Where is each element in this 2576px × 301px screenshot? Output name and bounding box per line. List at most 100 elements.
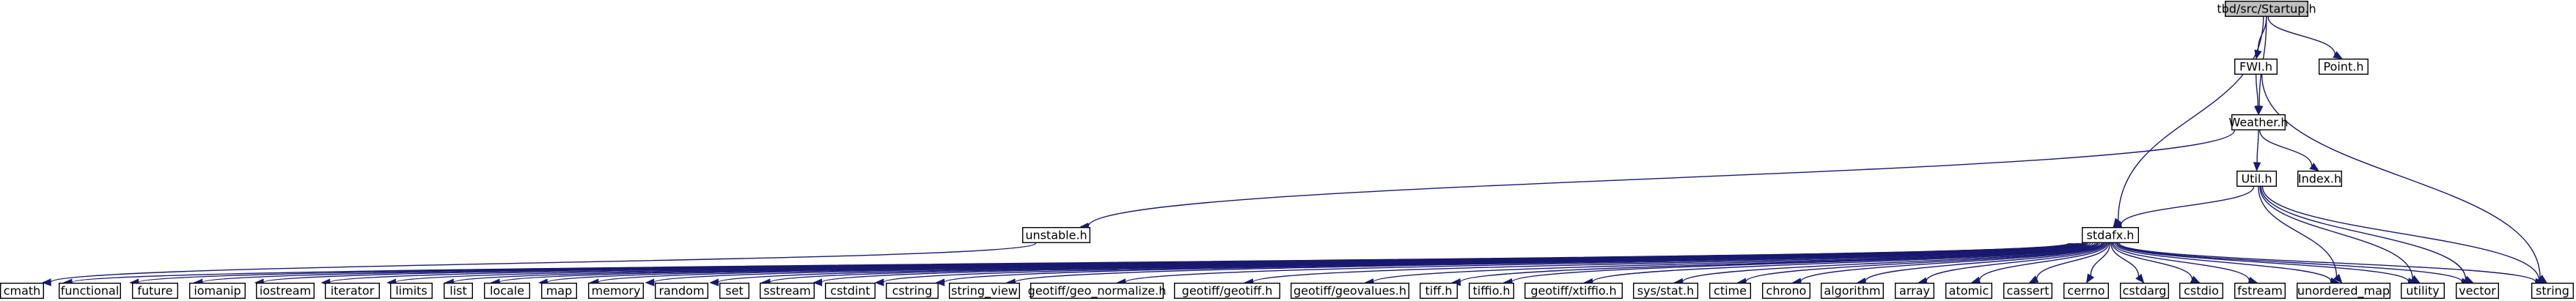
- edge-line: [2260, 186, 2467, 280]
- edge-line: [2256, 130, 2259, 163]
- node-unordered-map[interactable]: unordered_map: [2296, 283, 2390, 300]
- node-box: [1173, 283, 1280, 300]
- node-label: tiff.h: [1425, 284, 1453, 298]
- node-label: fstream: [2237, 284, 2283, 298]
- node-box: [2318, 58, 2368, 75]
- edge-arrowhead: [2253, 105, 2262, 116]
- edge-line: [1124, 242, 2091, 283]
- node-unstable[interactable]: unstable.h: [1021, 227, 1090, 244]
- node-functional[interactable]: functional: [58, 283, 121, 300]
- node-set[interactable]: set: [719, 283, 750, 300]
- node-box: [541, 283, 578, 300]
- node-weather[interactable]: Weather.h: [2228, 114, 2289, 130]
- node-xtiffio[interactable]: geotiff/xtiffio.h: [1524, 283, 1623, 300]
- node-box: [2179, 283, 2223, 300]
- edge-line: [2113, 242, 2250, 281]
- node-list[interactable]: list: [444, 283, 474, 300]
- node-random[interactable]: random: [655, 283, 709, 300]
- node-label: limits: [395, 284, 428, 298]
- node-cmath[interactable]: cmath: [0, 283, 44, 300]
- node-geo-normalize[interactable]: geotiff/geo_normalize.h: [1028, 283, 1167, 300]
- node-box: [2234, 283, 2286, 300]
- node-string[interactable]: string: [2531, 283, 2574, 300]
- node-box: [655, 283, 709, 300]
- node-cassert[interactable]: cassert: [2003, 283, 2052, 300]
- node-geovalues[interactable]: geotiff/geovalues.h: [1290, 283, 1409, 300]
- node-box: [885, 283, 939, 300]
- edge-line: [2120, 186, 2255, 226]
- node-fstream[interactable]: fstream: [2234, 283, 2286, 300]
- edge-util-to-string: [2261, 186, 2548, 284]
- node-box: [2296, 283, 2390, 300]
- node-future[interactable]: future: [131, 283, 178, 300]
- edge-line: [2117, 242, 2463, 283]
- edge-line: [2255, 74, 2258, 107]
- node-vector[interactable]: vector: [2455, 283, 2499, 300]
- edge-util-to-unordered-map: [2258, 186, 2343, 283]
- node-chrono[interactable]: chrono: [1761, 283, 1810, 300]
- node-box: [719, 283, 750, 300]
- node-label: geotiff/geo_normalize.h: [1028, 284, 1167, 299]
- node-algorithm[interactable]: algorithm: [1820, 283, 1884, 300]
- node-sysstat[interactable]: sys/stat.h: [1632, 283, 1698, 300]
- node-geotiff[interactable]: geotiff/geotiff.h: [1173, 283, 1280, 300]
- node-cerrno[interactable]: cerrno: [2063, 283, 2109, 300]
- edge-arrowhead: [2085, 273, 2095, 284]
- node-tiff[interactable]: tiff.h: [1419, 283, 1458, 300]
- node-label: cerrno: [2067, 284, 2105, 298]
- node-iterator[interactable]: iterator: [325, 283, 381, 300]
- node-box: [1709, 283, 1751, 300]
- node-label: Index.h: [2298, 172, 2341, 186]
- node-string-view[interactable]: string_view: [948, 283, 1020, 300]
- node-index[interactable]: Index.h: [2297, 170, 2342, 187]
- node-map[interactable]: map: [541, 283, 578, 300]
- node-fwi[interactable]: FWI.h: [2234, 58, 2278, 75]
- edge-line: [1681, 242, 2102, 283]
- node-label: tiffio.h: [1473, 284, 1511, 298]
- node-memory[interactable]: memory: [588, 283, 645, 300]
- node-stdafx[interactable]: stdafx.h: [2081, 227, 2139, 244]
- node-tiffio[interactable]: tiffio.h: [1468, 283, 1514, 300]
- edge-line: [1373, 242, 2096, 283]
- edge-line: [2117, 16, 2264, 221]
- node-box: [2119, 283, 2169, 300]
- node-cstdarg[interactable]: cstdarg: [2119, 283, 2169, 300]
- node-box: [759, 283, 815, 300]
- node-array[interactable]: array: [1894, 283, 1934, 300]
- node-utility[interactable]: utility: [2400, 283, 2445, 300]
- edge-line: [2267, 16, 2336, 55]
- node-sstream[interactable]: sstream: [759, 283, 815, 300]
- edge-line: [2090, 242, 2111, 276]
- node-cstring[interactable]: cstring: [885, 283, 939, 300]
- node-cstdint[interactable]: cstdint: [824, 283, 876, 300]
- node-label: geotiff/geotiff.h: [1182, 284, 1273, 298]
- node-iostream[interactable]: iostream: [256, 283, 315, 300]
- edge-line: [2110, 242, 2140, 277]
- node-box: [948, 283, 1020, 300]
- node-atomic[interactable]: atomic: [1945, 283, 1992, 300]
- edge-line: [1865, 242, 2106, 282]
- node-util[interactable]: Util.h: [2236, 170, 2277, 187]
- node-label: cstdio: [2184, 284, 2219, 298]
- edge-line: [2259, 186, 2413, 279]
- node-label: iterator: [331, 284, 375, 298]
- node-label: ctime: [1714, 284, 1747, 298]
- node-locale[interactable]: locale: [484, 283, 531, 300]
- node-box: [1524, 283, 1623, 300]
- edge-line: [1511, 242, 2099, 283]
- node-label: future: [137, 284, 172, 298]
- node-box: [2081, 227, 2139, 244]
- edge-line: [1014, 242, 2088, 283]
- node-label: vector: [2459, 284, 2496, 298]
- node-box: [256, 283, 315, 300]
- edge-line: [1252, 242, 2094, 283]
- edge-arrowhead: [1970, 276, 1981, 284]
- edge-line: [1926, 242, 2107, 281]
- edge-line: [1591, 242, 2101, 283]
- node-iomanip[interactable]: iomanip: [189, 283, 246, 300]
- node-cstdio[interactable]: cstdio: [2179, 283, 2223, 300]
- node-limits[interactable]: limits: [390, 283, 433, 300]
- node-ctime[interactable]: ctime: [1709, 283, 1751, 300]
- node-point[interactable]: Point.h: [2318, 58, 2368, 75]
- node-label: Point.h: [2324, 60, 2364, 74]
